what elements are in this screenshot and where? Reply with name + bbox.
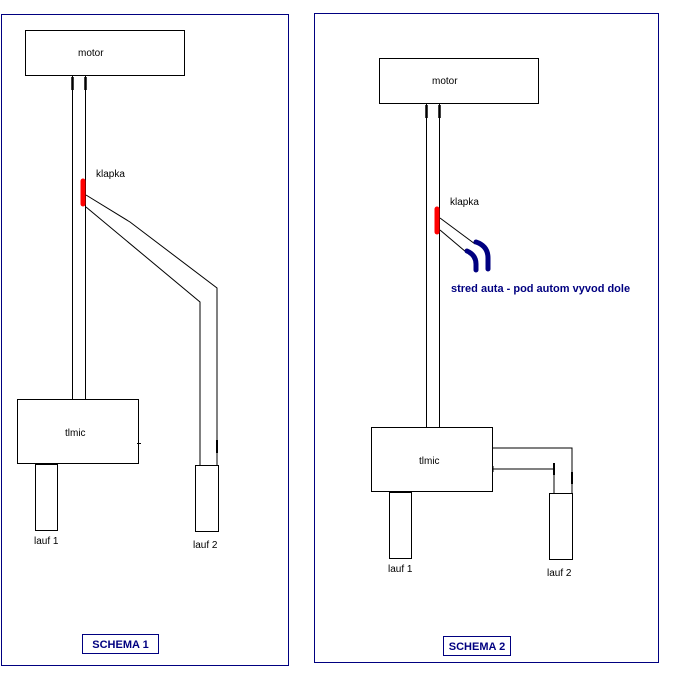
schema-2-pipe-2-box [549, 493, 573, 560]
schema-1-pipe-2-box [195, 465, 219, 532]
schema-2-muffler-box [371, 427, 493, 492]
schema-1-muffler-label: tlmic [65, 428, 86, 439]
schema-1-caption: SCHEMA 1 [92, 639, 148, 651]
schema-2-motor-label: motor [432, 76, 458, 87]
schema-1-motor-label: motor [78, 48, 104, 59]
schema-2-caption: SCHEMA 2 [449, 641, 505, 653]
schema-2-valve-label: klapka [450, 197, 479, 208]
schema-2-muffler-label: tlmic [419, 456, 440, 467]
schema-2-caption-box [443, 636, 511, 656]
schema-1-muffler-box [17, 399, 139, 464]
schema-2-pipe-1-box [389, 492, 412, 559]
schema-2-pipe-1-label: lauf 1 [388, 564, 413, 575]
schema-1-pipe-2-label: lauf 2 [193, 540, 218, 551]
schema-1-motor-box [25, 30, 185, 76]
schema-1-pipe-1-box [35, 464, 58, 531]
schema-2: motor klapka stred auta - pod autom vyvo… [314, 13, 659, 663]
schema-1: motor klapka tlmic lauf 1 lauf 2 SCHEMA … [1, 14, 289, 666]
schema-2-panel [314, 13, 659, 663]
schema-1-panel [1, 14, 289, 666]
schema-1-branch-pipe-outer [85, 194, 218, 465]
schema-2-motor-box [379, 58, 539, 104]
schema-1-pipe-1-label: lauf 1 [34, 536, 59, 547]
schema-2-outlet-hook-right [473, 239, 491, 272]
schema-1-caption-box [82, 634, 159, 654]
schema-1-branch-pipe-inner [85, 206, 201, 465]
schema-2-outlet-hook-left [464, 248, 479, 273]
schema-1-valve-label: klapka [96, 169, 125, 180]
schema-2-pipe-2-label: lauf 2 [547, 568, 572, 579]
schema-2-branch-pipe-upper [439, 217, 476, 245]
schema-2-note: stred auta - pod autom vyvod dole [451, 283, 630, 295]
schema-2-branch-pipe-lower [439, 229, 467, 253]
